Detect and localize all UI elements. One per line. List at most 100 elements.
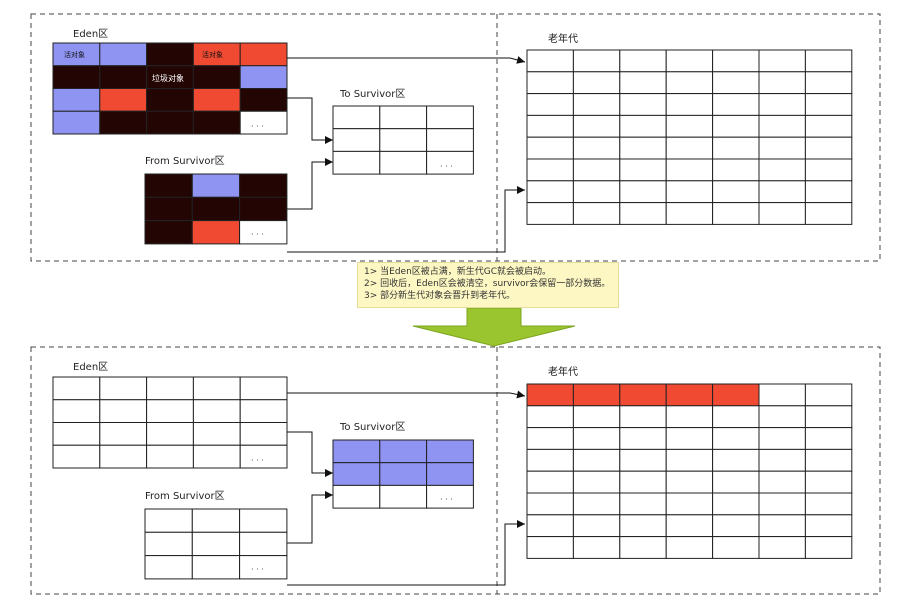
before-old-gen-cell-r4-c6 [758, 114, 806, 138]
before-old-gen-cell-r1-c5 [712, 49, 760, 73]
after-old-gen-cell-r6-c3 [619, 492, 667, 516]
before-from-survivor-cell-r1-c1 [144, 173, 193, 198]
before-from-survivor-cell-r2-c1 [144, 196, 193, 222]
before-old-gen-cell-r2-c4 [665, 71, 714, 95]
after-from-survivor-cell-r2-c3 [239, 531, 288, 557]
before-old-gen-cell-r8-c3 [619, 202, 667, 225]
before-old-gen-cell-r3-c4 [665, 93, 714, 116]
after-from-survivor-cell-r2-c2 [191, 531, 241, 557]
before-old-gen-cell-r3-c1 [526, 93, 574, 116]
before-eden-grid [52, 42, 288, 135]
before-from-survivor-cell-r2-c2 [191, 196, 241, 222]
before-eden-cell-r2-c4 [192, 65, 241, 89]
before-from-survivor-cell-r2-c3 [239, 196, 288, 222]
before-to-survivor-cell-r2-c2 [379, 128, 428, 152]
after-old-gen-cell-r6-c7 [804, 492, 853, 516]
after-old-gen-cell-r2-c1 [526, 405, 574, 429]
after-eden-cell-r3-c2 [99, 422, 148, 446]
before-from-survivor-cell-r1-c2 [191, 173, 241, 198]
note-line-3: 3> 部分新生代对象会晋升到老年代。 [364, 291, 516, 301]
before-old-gen-cell-r8-c6 [758, 202, 806, 225]
before-eden-cell-r3-c5 [239, 88, 288, 112]
eden-to-to-survivor-arrow [287, 97, 333, 144]
before-old-gen-cell-r2-c1 [526, 71, 574, 95]
before-to-survivor-cell-r2-c1 [332, 128, 381, 152]
after-old-gen-cell-r3-c4 [665, 427, 714, 450]
after-old-gen-cell-r4-c3 [619, 448, 667, 472]
after-old-gen-cell-r4-c4 [665, 448, 714, 472]
after-old-gen-cell-r2-c3 [619, 405, 667, 429]
before-eden-cell-r1-c3 [146, 42, 194, 67]
after-old-gen-cell-r8-c2 [572, 536, 621, 559]
before-eden-cell-r4-c5 [239, 110, 288, 135]
eden-garbage-object-label: 垃圾对象 [152, 73, 184, 83]
after-to-survivor-cell-r3-c1 [332, 484, 381, 509]
after-eden-label: Eden区 [73, 361, 108, 373]
before-old-gen-cell-r2-c5 [712, 71, 760, 95]
after-old-gen-cell-r7-c5 [712, 514, 760, 538]
before-eden-cell-r1-c2 [99, 42, 148, 67]
after-to-survivor-cell-r2-c3 [426, 462, 474, 486]
after-eden-grid [52, 376, 288, 469]
before-eden-cell-r4-c2 [99, 110, 148, 135]
after-to-survivor-cell-r3-c3 [426, 484, 474, 509]
after-old-gen-cell-r5-c4 [665, 470, 714, 494]
after-old-gen-cell-r1-c5 [712, 383, 760, 407]
after-eden-cell-r3-c4 [192, 422, 241, 446]
before-old-gen-label: 老年代 [548, 32, 578, 45]
before-eden-cell-r3-c1 [52, 88, 101, 112]
before-to-survivor-label: To Survivor区 [339, 88, 405, 100]
before-old-gen-cell-r6-c6 [758, 158, 806, 182]
before-old-gen-cell-r5-c2 [572, 136, 621, 160]
before-to-survivor-ellipsis: · · · [440, 162, 453, 171]
after-eden-cell-r4-c4 [192, 444, 241, 469]
before-old-gen-cell-r4-c3 [619, 114, 667, 138]
before-old-gen-cell-r3-c6 [758, 93, 806, 116]
before-old-gen-cell-r7-c2 [572, 180, 621, 204]
after-eden-cell-r2-c1 [52, 399, 101, 423]
before-from-survivor-ellipsis: · · · [251, 230, 264, 239]
after-eden-cell-r1-c1 [52, 376, 101, 401]
eden-live-object-label-1: 活对象 [64, 50, 85, 59]
after-eden-cell-r1-c5 [239, 376, 288, 401]
after-old-gen-cell-r8-c1 [526, 536, 574, 559]
after-old-gen-cell-r3-c3 [619, 427, 667, 450]
before-old-gen-cell-r5-c7 [804, 136, 853, 160]
before-old-gen-cell-r6-c5 [712, 158, 760, 182]
after-old-gen-cell-r5-c3 [619, 470, 667, 494]
after-to-survivor-label: To Survivor区 [339, 421, 405, 433]
before-old-gen-cell-r8-c1 [526, 202, 574, 225]
before-from-survivor-label: From Survivor区 [145, 155, 225, 167]
before-old-gen-cell-r1-c1 [526, 49, 574, 73]
before-old-gen-cell-r2-c6 [758, 71, 806, 95]
before-eden-cell-r2-c2 [99, 65, 148, 89]
before-old-gen-cell-r8-c7 [804, 202, 853, 225]
before-panel [30, 13, 881, 262]
after-old-gen-cell-r6-c2 [572, 492, 621, 516]
before-old-gen-cell-r6-c2 [572, 158, 621, 182]
after-old-gen-cell-r4-c2 [572, 448, 621, 472]
before-eden-label: Eden区 [73, 28, 108, 40]
after-to-survivor-cell-r1-c3 [426, 439, 474, 464]
after-from-survivor-to-to-survivor-arrow [287, 491, 333, 544]
after-from-survivor-cell-r3-c3 [239, 555, 288, 580]
after-to-survivor-cell-r2-c1 [332, 462, 381, 486]
after-old-gen-cell-r2-c4 [665, 405, 714, 429]
after-old-gen-cell-r6-c6 [758, 492, 806, 516]
after-eden-cell-r1-c2 [99, 376, 148, 401]
before-to-survivor-cell-r3-c2 [379, 150, 428, 175]
after-eden-cell-r2-c4 [192, 399, 241, 423]
before-old-gen-cell-r2-c3 [619, 71, 667, 95]
after-old-gen-cell-r8-c3 [619, 536, 667, 559]
before-old-gen-cell-r7-c1 [526, 180, 574, 204]
before-old-gen-cell-r5-c3 [619, 136, 667, 160]
after-old-gen-cell-r7-c1 [526, 514, 574, 538]
before-connectors [287, 56, 526, 253]
before-old-gen-cell-r2-c7 [804, 71, 853, 95]
after-old-gen-cell-r4-c1 [526, 448, 574, 472]
before-eden-cell-r4-c4 [192, 110, 241, 135]
after-old-gen-cell-r3-c7 [804, 427, 853, 450]
before-old-gen-cell-r2-c2 [572, 71, 621, 95]
after-old-gen-cell-r5-c5 [712, 470, 760, 494]
before-old-gen-cell-r5-c1 [526, 136, 574, 160]
